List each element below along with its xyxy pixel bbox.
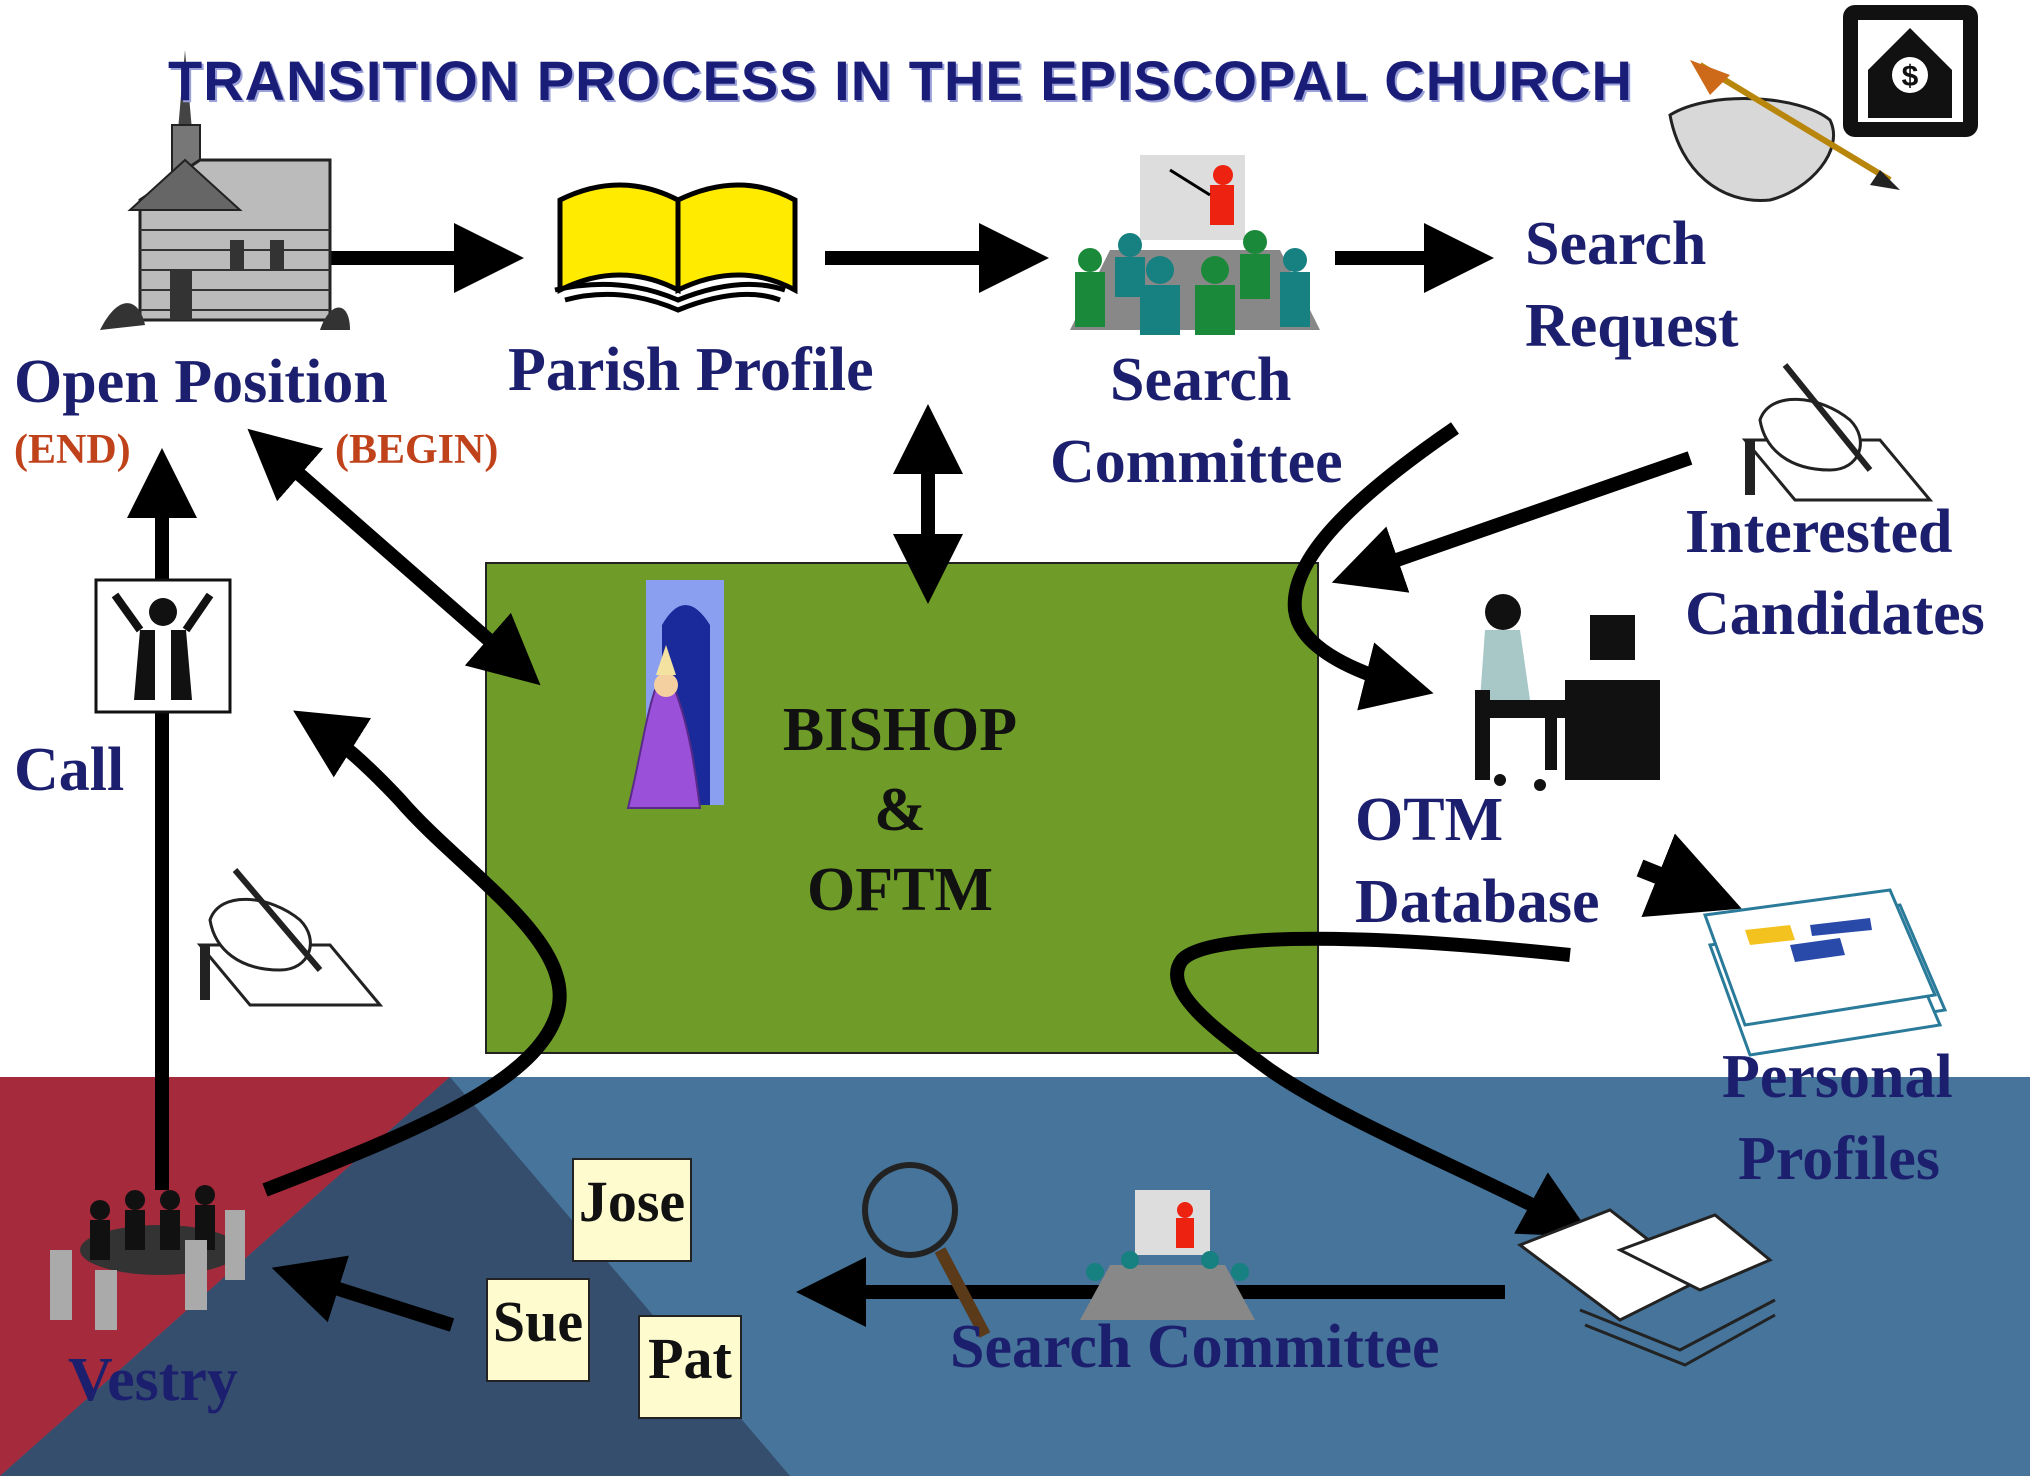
meeting-icon	[1070, 155, 1320, 335]
label-search-committee-1: Search	[1110, 346, 1292, 414]
curve-database-to-documents	[1170, 931, 1593, 1237]
vestry-meeting-icon	[50, 1185, 245, 1330]
money-house-icon: $	[1843, 5, 1978, 137]
bishop-line-2: &	[874, 776, 926, 844]
computer-user-icon	[1475, 594, 1660, 791]
dark-wedge	[0, 1077, 790, 1476]
label-open-position: Open Position	[14, 348, 388, 416]
church-icon	[100, 50, 350, 330]
page-title: TRANSITION PROCESS IN THE EPISCOPAL CHUR…	[168, 49, 1633, 112]
label-vestry: Vestry	[68, 1346, 238, 1414]
priest-icon	[94, 578, 232, 714]
label-begin: (BEGIN)	[335, 427, 499, 473]
arrow-open-bishop	[247, 428, 541, 686]
label-search-committee-bottom: Search Committee	[950, 1313, 1440, 1381]
bishop-line-1: BISHOP	[782, 696, 1018, 764]
label-interested-1: Interested	[1685, 498, 1953, 566]
arrow-candidates-to-bishop	[1331, 451, 1693, 593]
curve-request-to-otm	[1287, 422, 1459, 711]
arrow-otm-to-profiles	[1636, 833, 1742, 918]
bishop-oftm-label: BISHOP & OFTM	[740, 690, 1060, 930]
svg-text:$: $	[1902, 60, 1919, 93]
label-search-request-1: Search	[1525, 210, 1707, 278]
book-icon	[554, 182, 798, 313]
label-otm-2: Database	[1355, 868, 1600, 936]
curve-vestry-to-call	[262, 710, 567, 1197]
bishop-icon	[626, 580, 724, 809]
label-search-request-2: Request	[1525, 292, 1739, 360]
label-call: Call	[14, 736, 125, 804]
candidate-card-jose: Jose	[572, 1158, 692, 1262]
label-interested-2: Candidates	[1685, 580, 1985, 648]
meeting-small-icon	[1080, 1190, 1255, 1320]
documents-icon	[1516, 1208, 1776, 1367]
arrow-names-to-vestry	[271, 1255, 455, 1332]
label-end: (END)	[14, 427, 131, 473]
label-parish-profile: Parish Profile	[508, 336, 874, 404]
writing-hand-small-icon	[196, 868, 384, 1007]
writing-hand-icon	[1741, 363, 1934, 502]
candidate-card-sue: Sue	[486, 1278, 590, 1382]
personal-profiles-icon	[1702, 888, 1948, 1057]
quill-letter-icon	[1668, 60, 1900, 202]
label-personal-2: Profiles	[1738, 1125, 1941, 1193]
bishop-line-3: OFTM	[807, 856, 993, 924]
label-search-committee-2: Committee	[1050, 428, 1343, 496]
candidate-card-pat: Pat	[638, 1315, 742, 1419]
label-personal-1: Personal	[1722, 1043, 1953, 1111]
label-otm-1: OTM	[1355, 786, 1504, 854]
magnifier-icon	[862, 1162, 991, 1338]
